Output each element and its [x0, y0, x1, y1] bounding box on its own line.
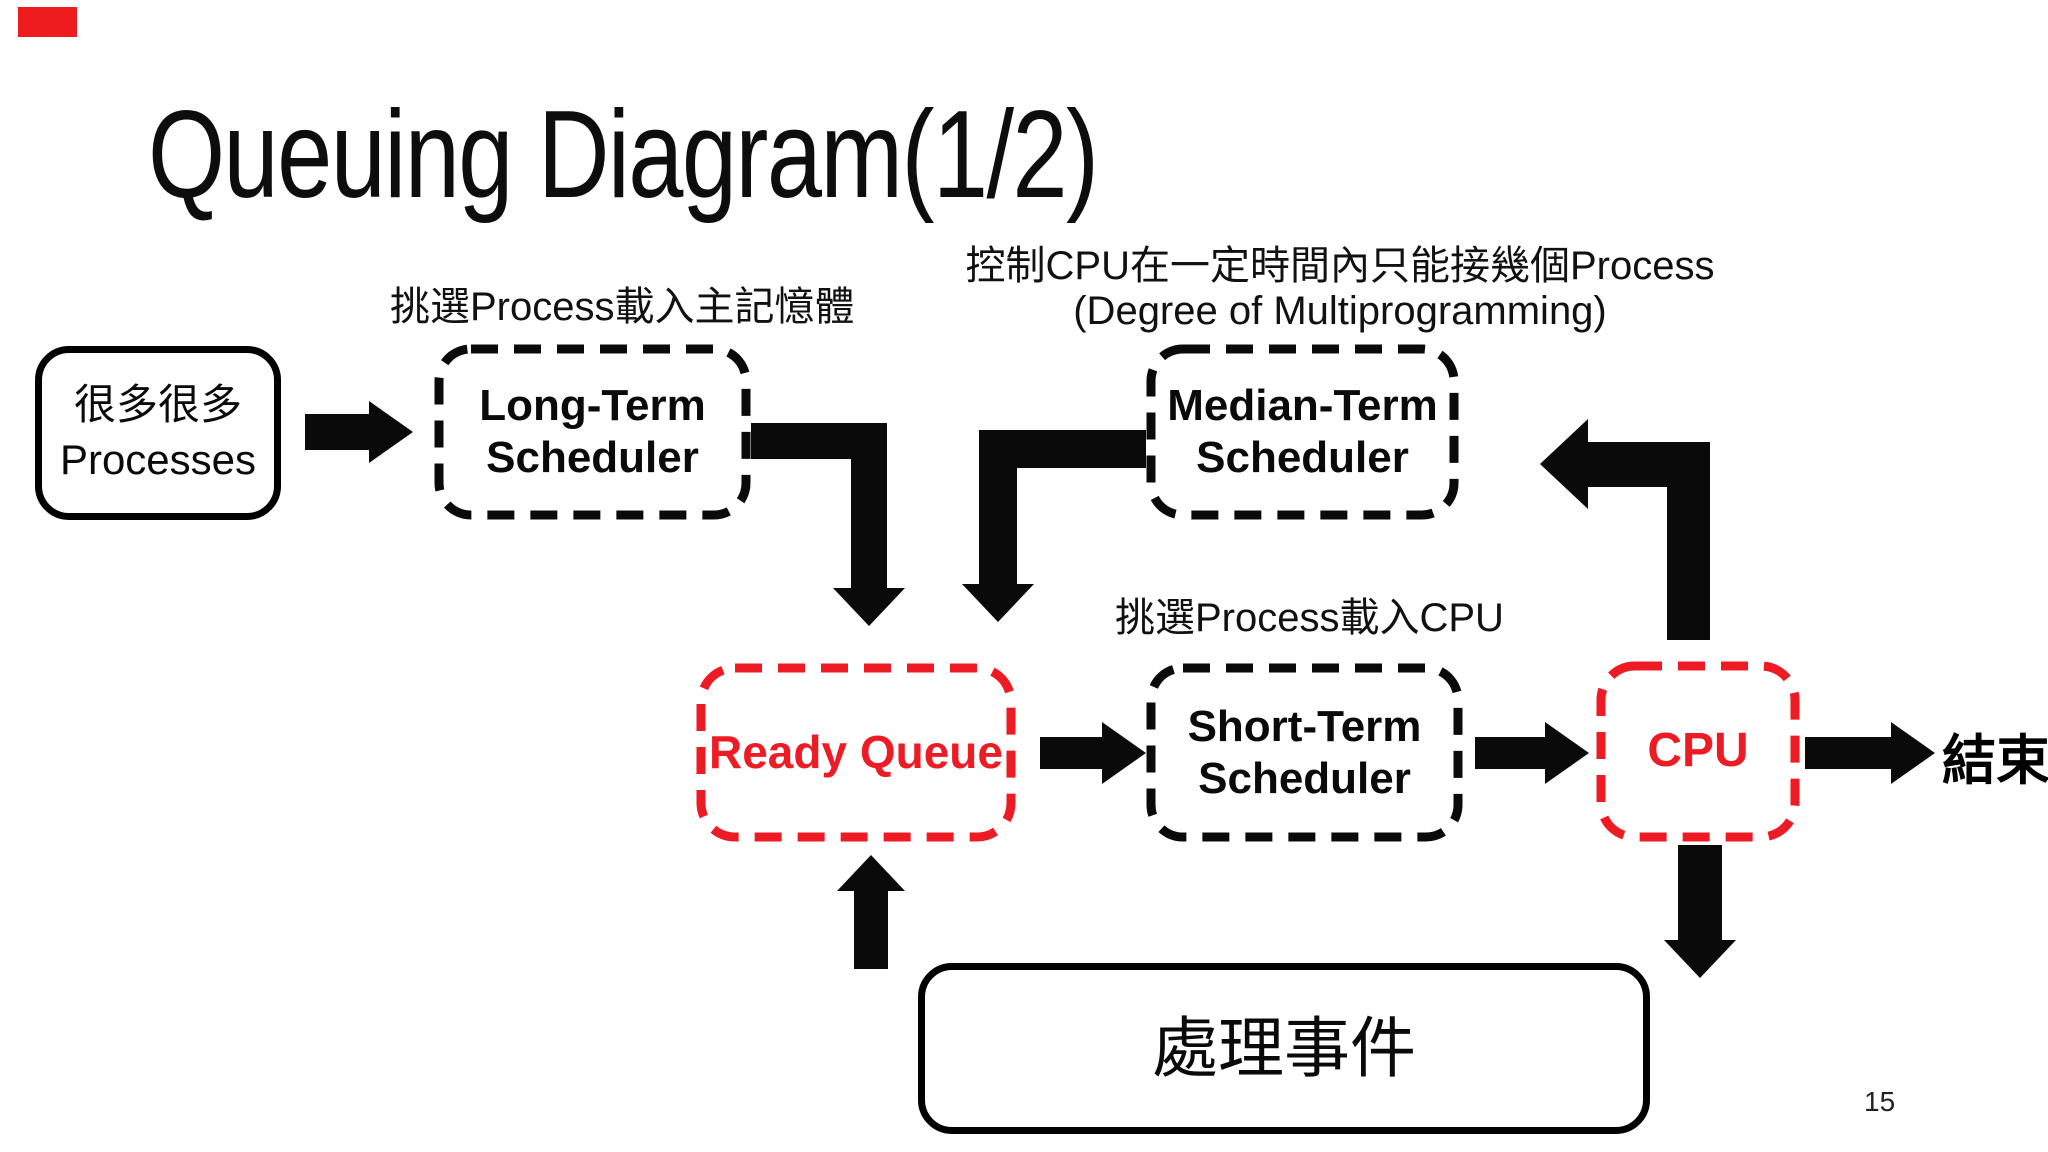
- end-label: 結束: [1942, 731, 2048, 791]
- many-processes-line2: Processes: [59, 436, 257, 483]
- arrow-shaft: [1805, 737, 1893, 769]
- arrow-head-left: [1540, 419, 1588, 509]
- ready-queue-label: Ready Queue: [709, 726, 1003, 779]
- red-corner-marker: [18, 7, 77, 37]
- page-number: 15: [1864, 1086, 1896, 1117]
- arrow-head-right: [1102, 722, 1146, 784]
- box-ready-queue: Ready Queue: [696, 663, 1016, 842]
- box-many-processes: 很多很多 Processes: [35, 346, 281, 520]
- short-term-line2: Scheduler: [1198, 753, 1411, 803]
- arrow-head-right: [1545, 722, 1589, 784]
- arrow-shaft: [1040, 737, 1104, 769]
- long-term-dashed-border: [434, 344, 751, 520]
- arrow-shaft: [854, 889, 888, 969]
- arrow-head-down: [962, 584, 1034, 622]
- box-long-term-scheduler: Long-Term Scheduler: [434, 344, 751, 520]
- box-handle-event: 處理事件: [918, 963, 1650, 1134]
- arrow-head-down: [833, 588, 905, 626]
- note-median-line1: 控制CPU在一定時間內只能接幾個Process: [965, 244, 1715, 288]
- many-processes-line1: 很多很多: [73, 381, 242, 429]
- arrow-shaft: [305, 414, 371, 450]
- box-short-term-scheduler: Short-Term Scheduler: [1146, 663, 1463, 842]
- cpu-dashed-border: [1596, 661, 1800, 842]
- short-term-dashed-border: [1146, 663, 1463, 842]
- arrow-hbar: [1585, 442, 1710, 487]
- note-median-term-scheduler: 控制CPU在一定時間內只能接幾個Process (Degree of Multi…: [940, 244, 1740, 334]
- ready-queue-dashed-border: [696, 663, 1016, 842]
- box-cpu: CPU: [1596, 661, 1800, 842]
- arrow-vbar: [851, 423, 887, 589]
- cpu-label: CPU: [1647, 724, 1749, 778]
- median-term-dashed-border: [1146, 344, 1459, 520]
- long-term-line1: Long-Term: [479, 381, 706, 431]
- arrow-head-up: [837, 855, 905, 891]
- box-median-term-scheduler: Median-Term Scheduler: [1146, 344, 1459, 520]
- note-short-term-scheduler: 挑選Process載入CPU: [1115, 596, 1504, 640]
- slide-title: Queuing Diagram(1/2): [148, 86, 1099, 224]
- arrow-shaft: [1678, 845, 1722, 942]
- median-term-line1: Median-Term: [1167, 381, 1438, 431]
- arrow-head-right: [1891, 722, 1935, 784]
- median-term-line2: Scheduler: [1196, 433, 1409, 482]
- note-median-line2: (Degree of Multiprogramming): [1073, 288, 1607, 333]
- arrow-head-down: [1664, 940, 1736, 978]
- note-long-term-scheduler: 挑選Process載入主記憶體: [390, 285, 855, 329]
- long-term-line2: Scheduler: [486, 433, 699, 482]
- short-term-line1: Short-Term: [1187, 701, 1422, 751]
- arrow-shaft: [1475, 737, 1547, 769]
- handle-event-label: 處理事件: [1152, 1010, 1416, 1085]
- arrow-head-right: [369, 401, 413, 463]
- arrow-vbar: [979, 430, 1017, 585]
